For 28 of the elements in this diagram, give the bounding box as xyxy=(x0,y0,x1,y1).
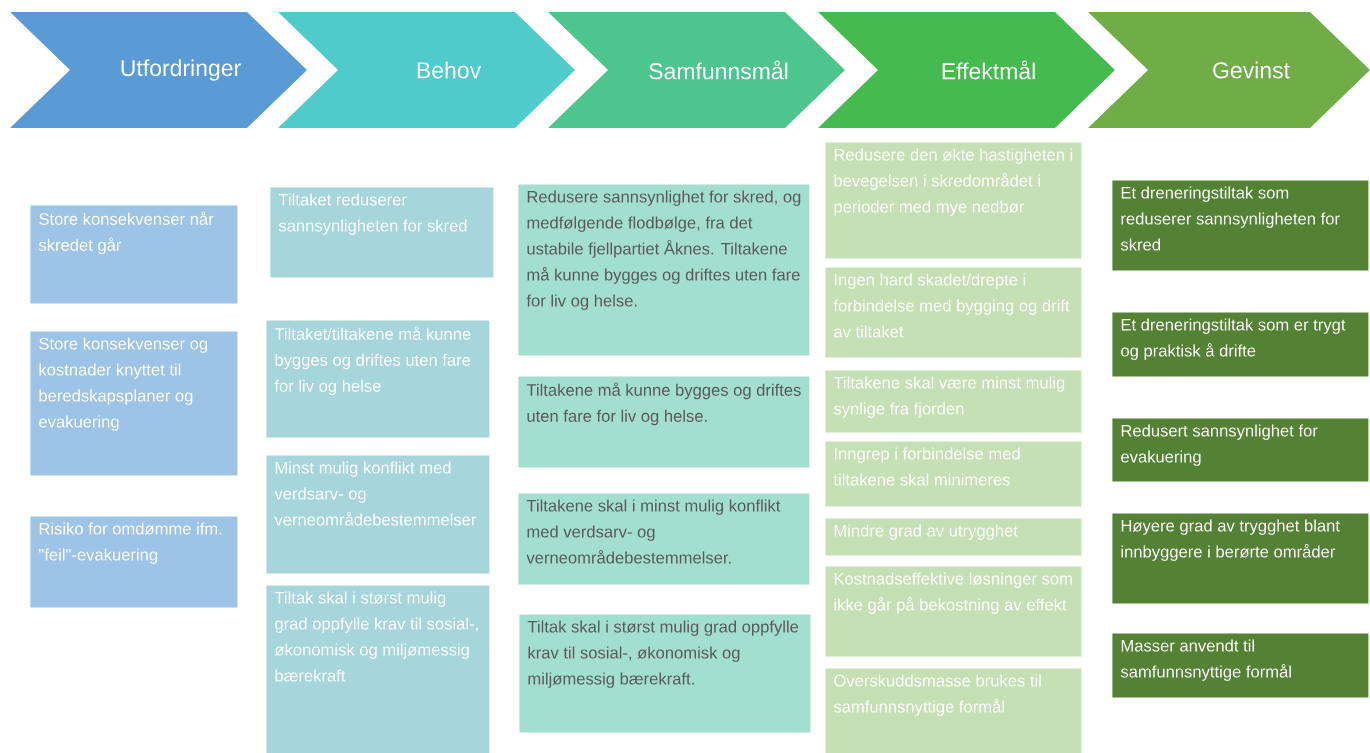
text-box: Ingen hard skadet/drepte i forbindelse med bygging og drift av tiltaket xyxy=(825,267,1082,358)
text-box: Et dreneringstiltak som reduserer sannsynligheten for skred xyxy=(1112,180,1369,271)
text-box: Mindre grad av utrygghet xyxy=(825,518,1082,556)
text-box: Tiltakene skal være minst mulig synlige fra fjorden xyxy=(825,370,1082,433)
text-box: Tiltaket/tiltakene må kunne bygges og driftes uten fare for liv og helse xyxy=(266,320,490,438)
chevron-banner: Utfordringer xyxy=(10,12,307,128)
text-box: Tiltak skal i størst mulig grad oppfylle krav til sosial-, økonomisk og miljømessig bærekraft xyxy=(266,585,490,753)
text-box: Et dreneringstiltak som er trygt og praktisk å drifte xyxy=(1112,312,1369,377)
text-box: Tiltak skal i størst mulig grad oppfylle krav til sosial-, økonomisk og miljømessig bærekraft. xyxy=(519,614,811,733)
text-box: Store konsekvenser og kostnader knyttet til beredskapsplaner og evakuering xyxy=(30,331,238,476)
chevron-banner: Gevinst xyxy=(1088,12,1370,128)
text-box: Redusere den økte hastigheten i bevegelsen i skredområdet i perioder med mye nedbør xyxy=(825,142,1082,259)
text-box: Høyere grad av trygghet blant innbyggere i berørte områder xyxy=(1112,513,1369,604)
text-box: Tiltaket reduserer sannsynligheten for skred xyxy=(270,187,494,278)
chevron-banner: Behov xyxy=(278,12,575,128)
text-box: Inngrep i forbindelse med tiltakene skal minimeres xyxy=(825,441,1082,507)
text-box: Redusere sannsynlighet for skred, og medfølgende flodbølge, fra det ustabile fjellpartiet Åknes. Tiltakene må kunne bygges og driftes uten fare for liv og helse. xyxy=(518,184,810,356)
chevron-banner: Samfunnsmål xyxy=(548,12,845,128)
text-box: Store konsekvenser når skredet går xyxy=(30,205,238,304)
text-box: Tiltakene må kunne bygges og driftes uten fare for liv og helse. xyxy=(518,376,810,468)
text-box: Risiko for omdømme ifm. "feil"-evakuering xyxy=(30,516,238,608)
text-box: Redusert sannsynlighet for evakuering xyxy=(1112,418,1369,482)
text-box: Overskuddsmasse brukes til samfunnsnyttige formål xyxy=(825,668,1082,753)
text-box: Kostnadseffektive løsninger som ikke går på bekostning av effekt xyxy=(825,566,1082,657)
text-box: Minst mulig konflikt med verdsarv- og verneområdebestemmelser xyxy=(266,455,490,574)
text-box: Masser anvendt til samfunnsnyttige formål xyxy=(1112,633,1369,698)
chevron-banner: Effektmål xyxy=(818,12,1115,128)
text-box: Tiltakene skal i minst mulig konflikt med verdsarv- og verneområdebestemmelser. xyxy=(518,493,810,585)
